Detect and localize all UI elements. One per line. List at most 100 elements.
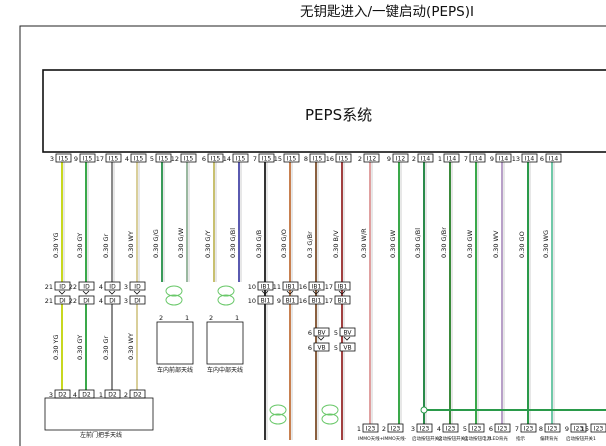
id-connector-3-code: ID xyxy=(134,284,141,291)
id-connector-3-pin: 3 xyxy=(124,283,128,291)
bottom-connector-2-box xyxy=(416,423,433,433)
bv-connector-1: 5 BV xyxy=(334,327,356,337)
id-connector-0-code: ID xyxy=(59,284,66,291)
bi-connector-3-code: BI1 xyxy=(338,298,348,305)
top-connector-12-code: I12 xyxy=(367,156,377,163)
bottom-label-5: LED背光 xyxy=(490,435,508,442)
top-connector-13-code: I12 xyxy=(396,156,406,163)
bv-connector-1-box xyxy=(339,327,356,337)
top-connector-6-code: I15 xyxy=(211,156,221,163)
top-connector-1-code: I15 xyxy=(83,156,93,163)
bi-connector-3-pin: 17 xyxy=(325,297,333,305)
antenna-pin-a-0: 2 xyxy=(159,314,163,322)
top-connector-2-code: I15 xyxy=(109,156,119,163)
d2-connector-2-pin: 1 xyxy=(99,391,103,399)
bottom-connector-7-code: I23 xyxy=(548,426,558,433)
top-connector-14-code: I14 xyxy=(421,156,431,163)
vb-connector-0-box xyxy=(313,342,330,352)
id-connector-2-box xyxy=(104,281,121,291)
bv-chevron-1 xyxy=(343,336,351,341)
top-connector-3-pin: 4 xyxy=(125,155,129,163)
vb-connector-0-code: VB xyxy=(317,345,325,352)
d2-connector-1-pin: 4 xyxy=(73,391,77,399)
bv-connector-0-pin: 6 xyxy=(308,329,312,337)
ib-connector-3-box xyxy=(334,281,351,291)
d2-connector-1-code: D2 xyxy=(82,392,91,399)
wire-label-16: 0.30 GW xyxy=(466,229,474,258)
id-chevron-3 xyxy=(133,290,141,295)
top-connector-16-pin: 7 xyxy=(464,155,468,163)
wire-label-3: 0.30 WY xyxy=(127,231,135,258)
lower-wire-label-1: 0.30 GY xyxy=(76,335,84,360)
bottom-connector-6-pin: 7 xyxy=(515,425,519,433)
top-connector-7-code: I15 xyxy=(236,156,246,163)
bus-node xyxy=(420,406,428,414)
bi-connector-3-box xyxy=(334,295,351,305)
ib-connector-2-box xyxy=(308,281,325,291)
bottom-connector-1-code: I23 xyxy=(391,426,401,433)
top-connector-5-pin: 12 xyxy=(171,155,179,163)
di-connector-0-box xyxy=(54,295,71,305)
top-connector-5-box xyxy=(180,153,197,163)
bottom-connector-4-box xyxy=(468,423,485,433)
ib-connector-3-code: IB1 xyxy=(338,284,348,291)
bv-connector-0-box xyxy=(313,327,330,337)
bi-connector-2-code: BI1 xyxy=(312,298,322,305)
id-connector-3: 3 ID xyxy=(124,281,146,291)
coil-front-loop xyxy=(165,294,183,306)
top-connector-11-code: I15 xyxy=(339,156,349,163)
bottom-connector-3-box xyxy=(442,423,459,433)
page-title: 无钥匙进入/一键启动(PEPS)Ⅰ xyxy=(300,4,474,20)
id-connector-0-box xyxy=(54,281,71,291)
bottom-label-7: 偏转背光 xyxy=(540,435,558,442)
id-chevron-2 xyxy=(108,290,116,295)
vb-connector-1-code: VB xyxy=(343,345,351,352)
bottom-connector-4-code: I23 xyxy=(472,426,482,433)
bottom-connector-7-pin: 8 xyxy=(539,425,543,433)
top-connector-12-pin: 2 xyxy=(358,155,362,163)
ib-connector-0-box xyxy=(257,281,274,291)
bottom-label-4: 启动按钮电源 xyxy=(464,435,491,442)
top-connector-10-pin: 8 xyxy=(304,155,308,163)
bottom-connector-9-pin: 15 xyxy=(581,425,589,433)
bottom-connector-9-code: I23 xyxy=(594,426,604,433)
top-connector-8-code: I15 xyxy=(262,156,272,163)
bi-connector-0-pin: 10 xyxy=(248,297,256,305)
bottom-connector-7-box xyxy=(544,423,561,433)
top-connector-10-box xyxy=(309,153,326,163)
bottom-connector-0-pin: 1 xyxy=(357,425,361,433)
bi-connector-3: 17 BI1 xyxy=(325,295,351,305)
top-connector-17-pin: 9 xyxy=(490,155,494,163)
top-connector-18-code: I14 xyxy=(525,156,535,163)
top-connector-17-box xyxy=(495,153,512,163)
top-connector-18-pin: 13 xyxy=(512,155,520,163)
d2-connector-0-code: D2 xyxy=(58,392,67,399)
ib-connector-0-code: IB1 xyxy=(261,284,271,291)
bv-connector-0: 6 BV xyxy=(308,327,330,337)
id-connector-1-box xyxy=(78,281,95,291)
wire-label-0: 0.30 YG xyxy=(52,232,60,258)
wire-label-2: 0.30 Gr xyxy=(102,233,110,258)
bv-connector-1-pin: 5 xyxy=(334,329,338,337)
bv-connector-0-code: BV xyxy=(317,330,326,337)
bottom-label-3: 启动按钮开关1 xyxy=(438,435,468,442)
wire-label-15: 0.30 G/Br xyxy=(440,227,448,258)
antenna-box-0 xyxy=(156,321,194,365)
ib-chevron-0 xyxy=(261,290,269,295)
bv-connector-1-code: BV xyxy=(343,330,352,337)
top-connector-15-box xyxy=(443,153,460,163)
